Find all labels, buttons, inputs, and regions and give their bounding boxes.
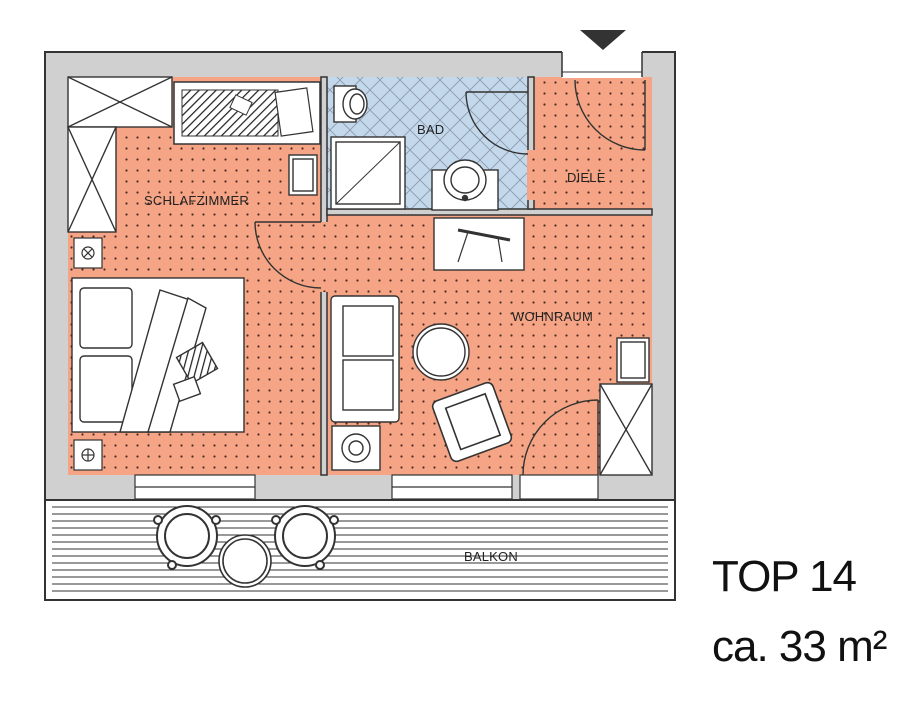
room-label-wohnraum: WOHNRAUM bbox=[512, 309, 593, 324]
armchair bbox=[431, 381, 513, 463]
entrance-opening bbox=[561, 30, 643, 78]
wardrobes bbox=[67, 76, 653, 476]
door-swings bbox=[254, 79, 646, 476]
socket-icons bbox=[73, 237, 103, 471]
balcony-chair bbox=[153, 505, 221, 570]
bedroom-desk bbox=[173, 81, 321, 145]
diele-floor bbox=[534, 77, 652, 209]
tv-sideboard bbox=[433, 217, 525, 271]
bathroom-fixtures bbox=[330, 85, 499, 211]
washing-machine bbox=[331, 425, 381, 471]
living-table bbox=[412, 323, 470, 381]
interior-door-openings bbox=[320, 150, 535, 292]
entrance-arrow-icon bbox=[580, 30, 626, 50]
balcony-chair bbox=[271, 505, 339, 570]
room-label-diele: DIELE bbox=[567, 170, 606, 185]
room-label-balkon: BALKON bbox=[464, 549, 518, 564]
balcony bbox=[44, 499, 676, 601]
unit-title: TOP 14 bbox=[712, 552, 857, 601]
windows bbox=[134, 474, 599, 500]
room-label-schlafzimmer: SCHLAFZIMMER bbox=[144, 193, 249, 208]
balcony-table bbox=[218, 534, 272, 588]
small-cabinets bbox=[288, 154, 650, 383]
sofa bbox=[330, 295, 400, 423]
double-bed bbox=[71, 277, 245, 433]
unit-area: ca. 33 m² bbox=[712, 622, 887, 671]
room-label-bad: BAD bbox=[417, 122, 444, 137]
